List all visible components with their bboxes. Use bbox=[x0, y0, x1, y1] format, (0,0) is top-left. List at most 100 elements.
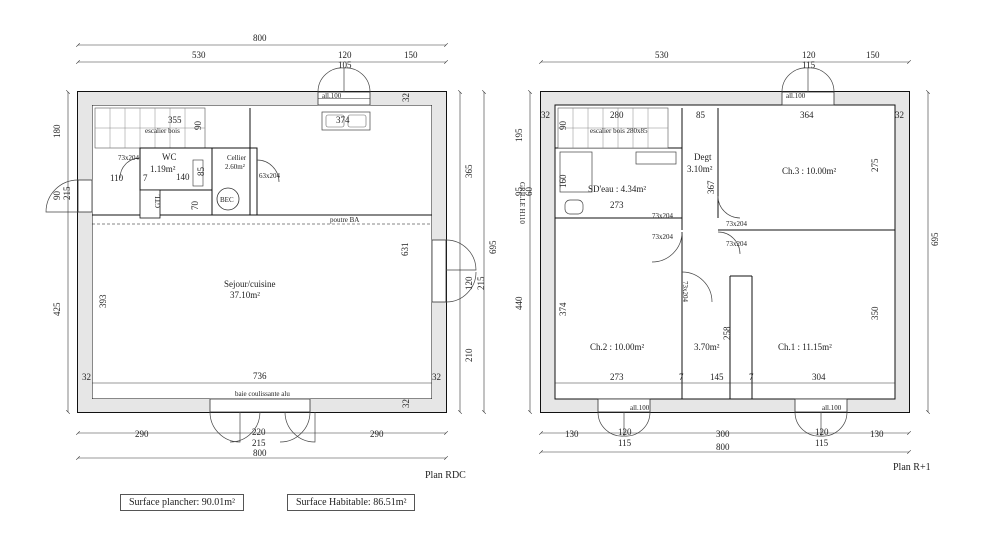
rdc-dim-right-c: 215 bbox=[476, 276, 486, 290]
r1-dim-350: 350 bbox=[870, 306, 880, 320]
r1-dim-7b: 7 bbox=[749, 372, 754, 382]
r1-dim-top-a: 530 bbox=[655, 50, 669, 60]
r1-ch3-label: Ch.3 : 10.00m² bbox=[782, 166, 837, 176]
rdc-dim-bot-inner: 215 bbox=[252, 438, 266, 448]
r1-dim-top-inner: 115 bbox=[802, 60, 816, 70]
r1-dim-left-a: 195 bbox=[514, 128, 524, 142]
r1-dim-bot-d: 120 bbox=[815, 427, 829, 437]
rdc-dim-140: 140 bbox=[176, 172, 190, 182]
rdc-dim-left-b: 90 bbox=[52, 191, 62, 201]
r1-dim-280: 280 bbox=[610, 110, 624, 120]
r1-dim-bot-i2: 115 bbox=[815, 438, 829, 448]
rdc-dim-top-c: 150 bbox=[404, 50, 418, 60]
rdc-dim-right-a: 365 bbox=[464, 164, 474, 178]
r1-dim-32a: 32 bbox=[541, 110, 550, 120]
r1-dim-273b: 273 bbox=[610, 372, 624, 382]
rdc-dim-631: 631 bbox=[400, 243, 410, 257]
rdc-sejour-area: 37.10m² bbox=[230, 290, 260, 300]
r1-dim-85: 85 bbox=[696, 110, 706, 120]
r1-window-b2-label: all.100 bbox=[822, 404, 842, 412]
r1-dim-top-b: 120 bbox=[802, 50, 816, 60]
r1-dim-275: 275 bbox=[870, 158, 880, 172]
rdc-door-73-label: 73x204 bbox=[118, 154, 140, 162]
rdc-dim-85: 85 bbox=[196, 167, 206, 177]
r1-door-b: 73x204 bbox=[652, 233, 674, 241]
rdc-wc-label: WC bbox=[162, 152, 177, 162]
r1-dim-left-c: 60 bbox=[524, 187, 534, 197]
r1-dim-367: 367 bbox=[706, 180, 716, 194]
rdc-dim-top-a: 530 bbox=[192, 50, 206, 60]
rdc-dim-355: 355 bbox=[168, 115, 182, 125]
rdc-dim-left-a: 180 bbox=[52, 124, 62, 138]
r1-dim-258: 258 bbox=[722, 326, 732, 340]
r1-door-e: 73x204 bbox=[681, 281, 689, 303]
rdc-window-top-label: all.100 bbox=[322, 92, 342, 100]
rdc-cellier-label: Cellier bbox=[227, 154, 247, 162]
r1-degt-label: Degt bbox=[694, 152, 712, 162]
r1-dim-top-c: 150 bbox=[866, 50, 880, 60]
r1-dim-160: 160 bbox=[558, 174, 568, 188]
rdc-dim-70: 70 bbox=[190, 201, 200, 211]
rdc-dim-bot-a: 290 bbox=[135, 429, 149, 439]
rdc-door-63-label: 63x204 bbox=[259, 172, 281, 180]
r1-door-c: 73x204 bbox=[726, 220, 748, 228]
r1-dim-145: 145 bbox=[710, 372, 724, 382]
rdc-dim-bot-c: 290 bbox=[370, 429, 384, 439]
surface-habitable-box: Surface Habitable: 86.51m² bbox=[287, 494, 416, 511]
r1-degt-area: 3.10m² bbox=[687, 164, 713, 174]
surface-plancher-box: Surface plancher: 90.01m² bbox=[120, 494, 245, 511]
r1-dim-right-total: 695 bbox=[930, 232, 940, 246]
rdc-dim-32b: 32 bbox=[82, 372, 91, 382]
rdc-dim-7: 7 bbox=[143, 173, 148, 183]
r1-dim-273a: 273 bbox=[610, 200, 624, 210]
r1-ch2-label: Ch.2 : 10.00m² bbox=[590, 342, 645, 352]
rdc-baie-label: baie coulissante alu bbox=[235, 390, 290, 398]
rdc-dim-right-d: 120 bbox=[464, 276, 474, 290]
rdc-dim-374: 374 bbox=[336, 115, 350, 125]
rdc-cellier-area: 2.60m² bbox=[225, 163, 245, 171]
rdc-dim-top-total: 800 bbox=[253, 33, 267, 43]
rdc-sejour-label: Sejour/cuisine bbox=[224, 279, 276, 289]
rdc-dim-110: 110 bbox=[110, 173, 124, 183]
r1-dim-bot-e: 130 bbox=[870, 429, 884, 439]
rdc-dim-bot-total: 800 bbox=[253, 448, 267, 458]
r1-placard-label: 3.70m² bbox=[694, 342, 720, 352]
plan-rdc: all.100 baie coulissante alu poutre BA e… bbox=[45, 33, 498, 481]
r1-escalier-label: escalier bois 280x85 bbox=[590, 127, 648, 135]
r1-dim-90: 90 bbox=[558, 121, 568, 131]
r1-window-b1-label: all.100 bbox=[630, 404, 650, 412]
r1-grille-label: GRILLE H110 bbox=[518, 182, 526, 224]
r1-dim-7a: 7 bbox=[679, 372, 684, 382]
rdc-dim-90: 90 bbox=[193, 121, 203, 131]
r1-window-top-label: all.100 bbox=[786, 92, 806, 100]
rdc-dim-32a: 32 bbox=[401, 93, 411, 102]
rdc-gtl-label: GTL bbox=[154, 194, 162, 208]
r1-dim-32b: 32 bbox=[895, 110, 904, 120]
r1-dim-364: 364 bbox=[800, 110, 814, 120]
rdc-dim-left-c: 425 bbox=[52, 302, 62, 316]
r1-door-a: 73x204 bbox=[652, 212, 674, 220]
rdc-dim-bot-b: 220 bbox=[252, 427, 266, 437]
r1-dim-bot-total: 800 bbox=[716, 442, 730, 452]
r1-dim-bot-i1: 115 bbox=[618, 438, 632, 448]
rdc-dim-32c: 32 bbox=[432, 372, 441, 382]
rdc-dim-32d: 32 bbox=[401, 399, 411, 408]
rdc-poutre-label: poutre BA bbox=[330, 216, 359, 224]
r1-dim-374: 374 bbox=[558, 302, 568, 316]
rdc-dim-right-total: 695 bbox=[488, 240, 498, 254]
r1-dim-bot-b: 120 bbox=[618, 427, 632, 437]
r1-dim-left-d: 440 bbox=[514, 296, 524, 310]
rdc-dim-top-inner: 105 bbox=[338, 60, 352, 70]
rdc-dim-393: 393 bbox=[98, 294, 108, 308]
r1-dim-left-b: 95 bbox=[514, 187, 524, 197]
rdc-escalier-label: escalier bois bbox=[145, 127, 180, 135]
r1-dim-bot-a: 130 bbox=[565, 429, 579, 439]
r1-ch1-label: Ch.1 : 11.15m² bbox=[778, 342, 832, 352]
rdc-wc-area: 1.19m² bbox=[150, 164, 176, 174]
rdc-bec-label: BEC bbox=[220, 196, 234, 204]
rdc-dim-top-b: 120 bbox=[338, 50, 352, 60]
r1-door-d: 73x204 bbox=[726, 240, 748, 248]
rdc-dim-736: 736 bbox=[253, 371, 267, 381]
r1-dim-bot-c: 300 bbox=[716, 429, 730, 439]
